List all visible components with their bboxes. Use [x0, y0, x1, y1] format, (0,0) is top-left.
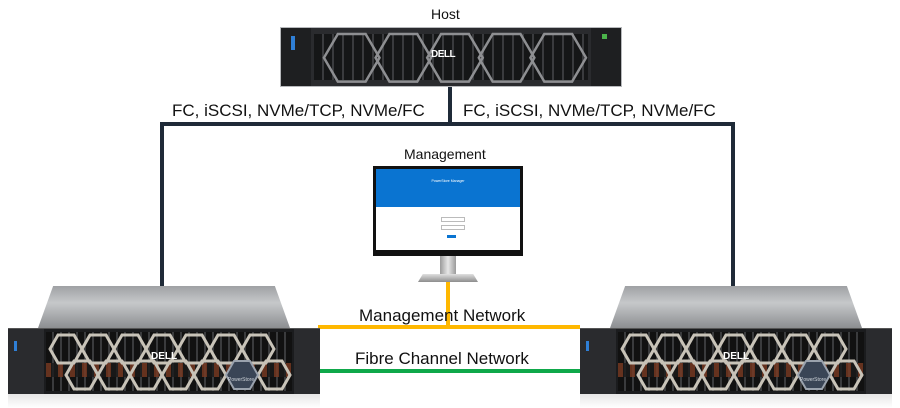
- power-led-icon: [602, 34, 607, 39]
- array-front-bezel: DELL PowerStore: [580, 328, 892, 394]
- array-left-ear: [8, 329, 44, 394]
- management-label: Management: [404, 146, 486, 162]
- array-chassis-top: [610, 286, 862, 328]
- monitor-screen: PowerStore Manager: [376, 169, 520, 250]
- monitor-stand-neck: [440, 256, 456, 276]
- host-right-ear: [591, 28, 621, 86]
- array-product-badge: PowerStore: [228, 377, 255, 383]
- array-left-ear: [580, 329, 616, 394]
- username-field: [441, 217, 465, 222]
- login-button: [447, 235, 456, 238]
- management-network-label: Management Network: [359, 306, 526, 325]
- host-right-protocols-label: FC, iSCSI, NVMe/TCP, NVMe/FC: [463, 101, 716, 120]
- array-front-bezel: DELL PowerStore: [8, 328, 320, 394]
- password-field: [441, 225, 465, 230]
- host-bezel-hexagons-icon: [322, 32, 588, 83]
- management-monitor: PowerStore Manager: [373, 166, 523, 256]
- array-bezel-hexagons-icon: [620, 333, 864, 391]
- fibre-channel-network-label: Fibre Channel Network: [355, 349, 529, 368]
- status-led-icon: [291, 36, 295, 50]
- host-left-ear: [281, 28, 311, 86]
- host-left-protocols-label: FC, iSCSI, NVMe/TCP, NVMe/FC: [172, 101, 425, 120]
- storage-array-left: DELL PowerStore: [8, 286, 320, 408]
- status-led-icon: [586, 341, 589, 351]
- array-reflection: [580, 394, 892, 408]
- login-banner: PowerStore Manager: [376, 169, 520, 208]
- status-led-icon: [14, 341, 17, 351]
- app-title: PowerStore Manager: [431, 179, 465, 183]
- array-chassis-top: [38, 286, 290, 328]
- host-server: DELL: [280, 27, 622, 87]
- array-right-ear: [294, 329, 320, 394]
- host-dell-logo: DELL: [431, 49, 456, 60]
- array-bezel-hexagons-icon: [48, 333, 292, 391]
- array-right-ear: [866, 329, 892, 394]
- monitor-stand-base: [418, 274, 478, 282]
- storage-array-right: DELL PowerStore: [580, 286, 892, 408]
- array-dell-logo: DELL: [151, 351, 178, 362]
- host-label: Host: [431, 6, 460, 22]
- host-drive-bays: [314, 34, 588, 80]
- array-product-badge: PowerStore: [800, 377, 827, 383]
- array-reflection: [8, 394, 320, 408]
- array-dell-logo: DELL: [723, 351, 750, 362]
